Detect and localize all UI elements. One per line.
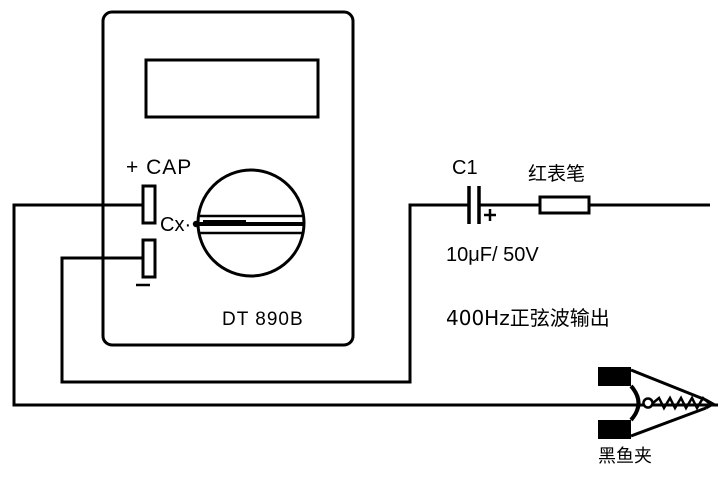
terminal-jack-negative[interactable] (141, 238, 157, 279)
wire-positive-to-capacitor (60, 203, 441, 384)
cx-dot-marker (192, 220, 200, 228)
red-probe-label: 红表笔 (528, 163, 586, 185)
alligator-jaw-block-lower (598, 420, 631, 439)
sine-output-label: 400Hz正弦波输出 (446, 306, 610, 330)
lcd-display (144, 58, 320, 119)
wire-negative-to-black-clip (12, 203, 718, 407)
alligator-jaw-arm-lower (630, 406, 707, 438)
alligator-pivot-arc (629, 384, 641, 422)
cx-label: Cx· (160, 214, 192, 236)
multimeter-case (101, 10, 355, 347)
alligator-jaw-arm-upper (630, 368, 707, 402)
alligator-spring-ring (642, 397, 654, 409)
multimeter-model-label: DT 890B (222, 309, 304, 330)
alligator-jaw-block-upper (598, 367, 631, 386)
black-clip-label: 黑鱼夹 (598, 446, 652, 467)
cap-terminal-label: + CAP (126, 156, 193, 179)
terminal-jack-positive[interactable] (141, 184, 157, 225)
capacitor-value-label: 10μF/ 50V (446, 244, 539, 266)
capacitor-ref-label: C1 (452, 157, 478, 179)
alligator-spring-coil (652, 395, 710, 411)
red-probe-body (538, 195, 591, 215)
